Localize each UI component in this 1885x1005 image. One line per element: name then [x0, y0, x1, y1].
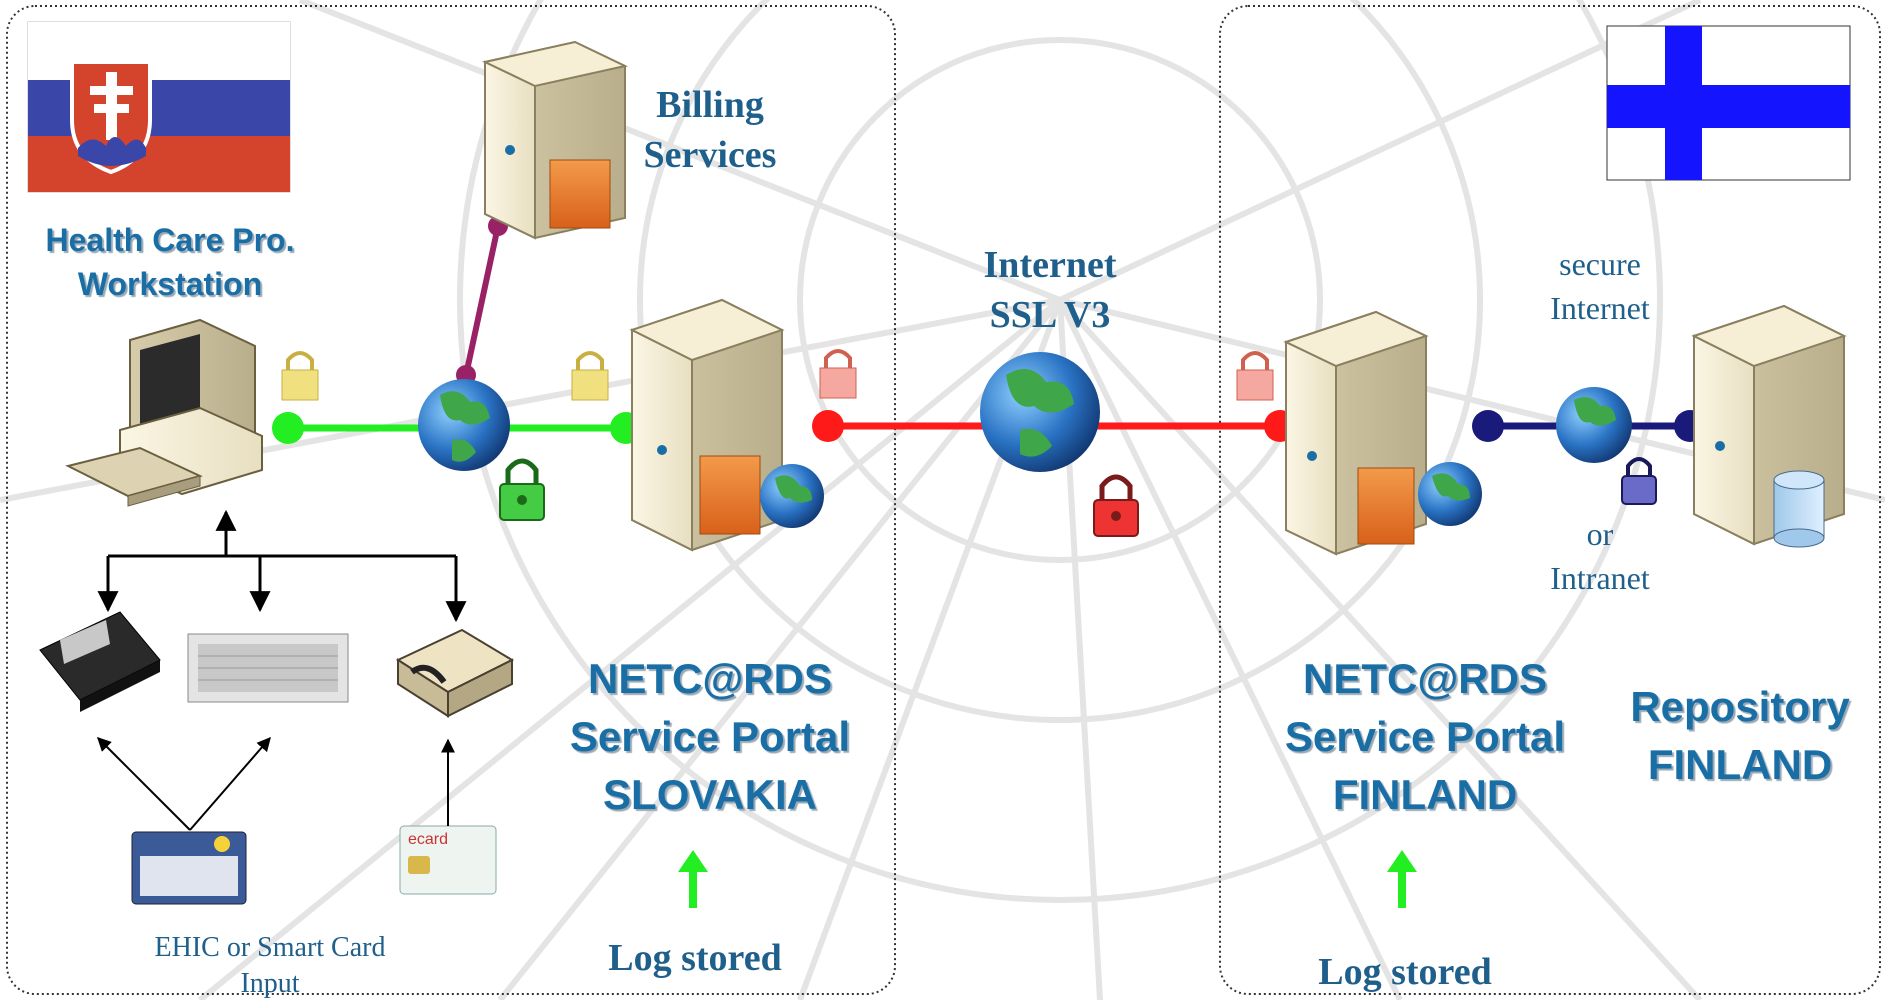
repository-label: Repository FINLAND — [1600, 678, 1880, 794]
card-input-arrows — [97, 736, 455, 831]
up-arrow-icon — [1387, 850, 1417, 908]
red-link-endpoint — [812, 410, 844, 442]
sk-portal-label-line-3: SLOVAKIA — [603, 771, 817, 818]
secure-internet-label: secure Internet — [1510, 242, 1690, 330]
repository-label-line-2: FINLAND — [1647, 741, 1833, 788]
billing-server-icon — [481, 40, 629, 240]
globe-icon — [980, 352, 1100, 472]
keyboard-icon — [187, 633, 349, 703]
lock-icon — [499, 458, 545, 521]
fi-log-stored-label: Log stored — [1318, 951, 1492, 993]
green-link-endpoint — [272, 412, 304, 444]
or-intranet-label: or Intranet — [1510, 512, 1690, 600]
workstation-label: Health Care Pro. Workstation — [20, 218, 320, 306]
scanner-icon — [39, 611, 161, 712]
fi-portal-label-line-3: FINLAND — [1332, 771, 1518, 818]
repository-label-line-1: Repository — [1630, 683, 1850, 730]
workstation-label-line-2: Workstation — [77, 266, 263, 302]
padlock-icon — [819, 349, 857, 399]
sk-portal-label-line-2: Service Portal — [569, 713, 851, 760]
fi-portal-label-line-2: Service Portal — [1284, 713, 1566, 760]
padlock-icon — [571, 351, 609, 401]
internet-label-line-2: SSL V3 — [989, 294, 1111, 336]
sk-portal-server-icon — [629, 298, 824, 552]
finland-flag — [1606, 25, 1851, 181]
or-label-line-1: or — [1586, 516, 1614, 552]
sk-portal-label: NETC@RDS Service Portal SLOVAKIA — [530, 650, 890, 824]
globe-icon — [418, 379, 510, 471]
secure-label-line-1: secure — [1559, 246, 1641, 282]
billing-label: Billing Services — [620, 80, 800, 180]
internet-label: Internet SSL V3 — [930, 240, 1170, 340]
finland-region — [1219, 5, 1881, 995]
billing-label-line-1: Billing — [656, 84, 764, 126]
ehic-card-icon — [131, 831, 247, 905]
globe-icon — [1556, 387, 1632, 463]
fi-portal-label-line-1: NETC@RDS — [1303, 655, 1547, 702]
billing-link — [463, 225, 501, 376]
fi-portal-server-icon — [1283, 310, 1482, 556]
billing-label-line-2: Services — [643, 134, 777, 176]
peripheral-connectors — [97, 509, 467, 623]
padlock-icon — [281, 351, 319, 401]
padlock-icon — [1236, 351, 1274, 401]
workstation-icon — [65, 318, 263, 507]
slovakia-region — [6, 5, 896, 995]
navy-link-endpoint — [1472, 410, 1504, 442]
smart-card-reader-icon — [395, 628, 515, 718]
slovakia-flag — [27, 21, 291, 193]
card-input-label-line-2: Input — [240, 968, 300, 999]
sk-portal-label-line-1: NETC@RDS — [588, 655, 832, 702]
up-arrow-icon — [678, 850, 708, 908]
lock-icon — [1621, 457, 1657, 505]
card-input-label: EHIC or Smart Card Input — [120, 930, 420, 1002]
database-icon — [1773, 470, 1825, 548]
lock-icon — [1093, 474, 1139, 537]
ecard-icon: ecard — [399, 825, 497, 895]
or-label-line-2: Intranet — [1550, 560, 1650, 596]
repository-server-icon — [1691, 304, 1847, 548]
internet-label-line-1: Internet — [983, 244, 1117, 286]
ecard-text: ecard — [408, 831, 448, 848]
card-input-label-line-1: EHIC or Smart Card — [154, 932, 386, 963]
sk-log-stored-label: Log stored — [608, 937, 782, 979]
fi-portal-label: NETC@RDS Service Portal FINLAND — [1250, 650, 1600, 824]
workstation-label-line-1: Health Care Pro. — [45, 222, 295, 258]
secure-label-line-2: Internet — [1550, 290, 1650, 326]
